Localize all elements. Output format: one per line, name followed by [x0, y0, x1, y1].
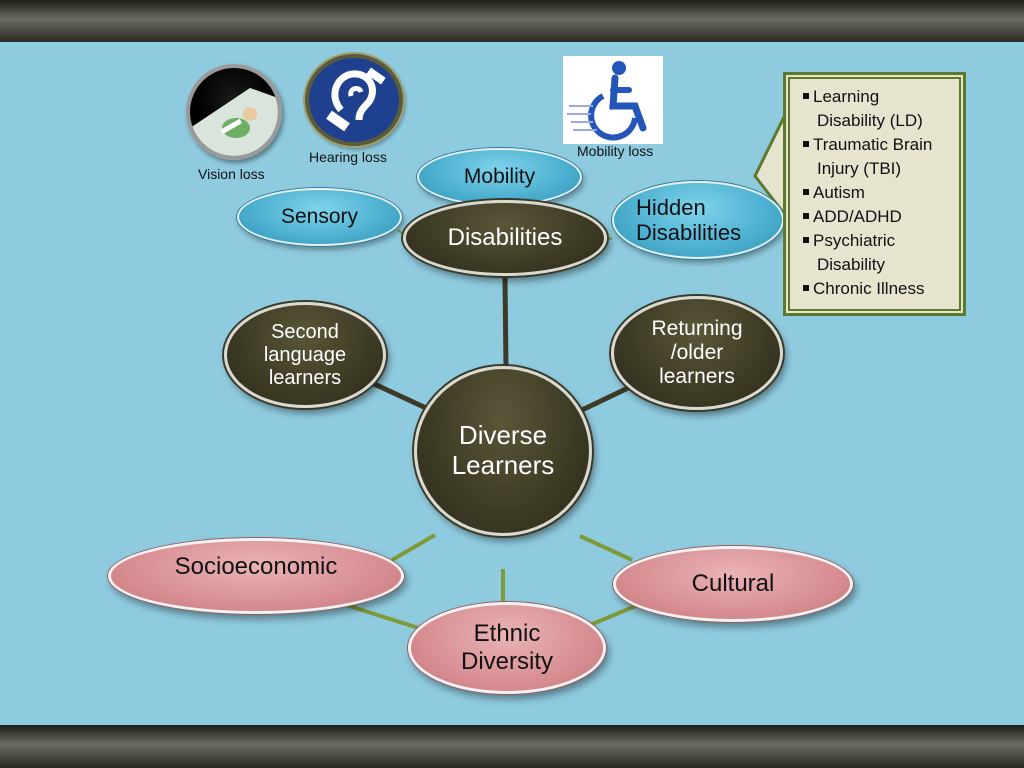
- connector-center-socioeconomic: [390, 533, 437, 562]
- node-second-language: Second language learners: [224, 302, 386, 408]
- vision-loss-caption: Vision loss: [198, 166, 265, 182]
- bottom-border-bar: [0, 725, 1024, 768]
- node-socioeconomic-label: Socioeconomic: [174, 553, 338, 581]
- list-item: ADD/ADHD: [803, 205, 955, 229]
- node-sensory: Sensory: [237, 188, 402, 246]
- node-hidden-disabilities: Hidden Disabilities: [612, 181, 784, 259]
- node-center-line1: Diverse: [458, 420, 548, 451]
- list-item: Autism: [803, 181, 955, 205]
- node-mobility: Mobility: [417, 148, 582, 206]
- mobility-loss-caption: Mobility loss: [577, 143, 654, 159]
- node-diverse-learners: Diverse Learners: [414, 366, 592, 536]
- connector-center-cultural: [579, 534, 633, 562]
- node-second-line2: language: [263, 343, 347, 366]
- vision-loss-icon: [186, 64, 282, 160]
- node-sensory-label: Sensory: [280, 204, 359, 228]
- connector-center-returning: [580, 385, 630, 413]
- node-center-line2: Learners: [451, 450, 555, 480]
- node-mobility-label: Mobility: [463, 164, 536, 188]
- top-border-bar: [0, 0, 1024, 42]
- connector-center-second-language: [368, 379, 428, 411]
- node-disabilities: Disabilities: [403, 200, 607, 276]
- hearing-loss-icon: [305, 54, 403, 146]
- node-cultural: Cultural: [613, 546, 853, 622]
- node-cultural-label: Cultural: [691, 570, 775, 598]
- node-ethnic-diversity: Ethnic Diversity: [408, 602, 606, 694]
- wheelchair-icon: [563, 56, 663, 144]
- node-second-line3: learners: [268, 366, 342, 389]
- node-hidden-line1: Hidden: [636, 194, 706, 220]
- connector-center-disabilities: [502, 277, 509, 369]
- node-hidden-line2: Disabilities: [636, 220, 742, 245]
- node-returning-line1: Returning: [651, 316, 743, 340]
- node-returning-learners: Returning /older learners: [611, 296, 783, 410]
- node-ethnic-line2: Diversity: [460, 648, 553, 675]
- node-returning-line3: learners: [659, 365, 735, 389]
- node-ethnic-line1: Ethnic: [473, 620, 541, 648]
- node-disabilities-label: Disabilities: [447, 224, 563, 252]
- hearing-loss-caption: Hearing loss: [309, 149, 387, 165]
- node-returning-line2: /older: [670, 340, 724, 364]
- node-second-line1: Second: [271, 320, 339, 343]
- node-socioeconomic: Socioeconomic: [108, 538, 404, 614]
- list-item: Chronic Illness: [803, 277, 955, 301]
